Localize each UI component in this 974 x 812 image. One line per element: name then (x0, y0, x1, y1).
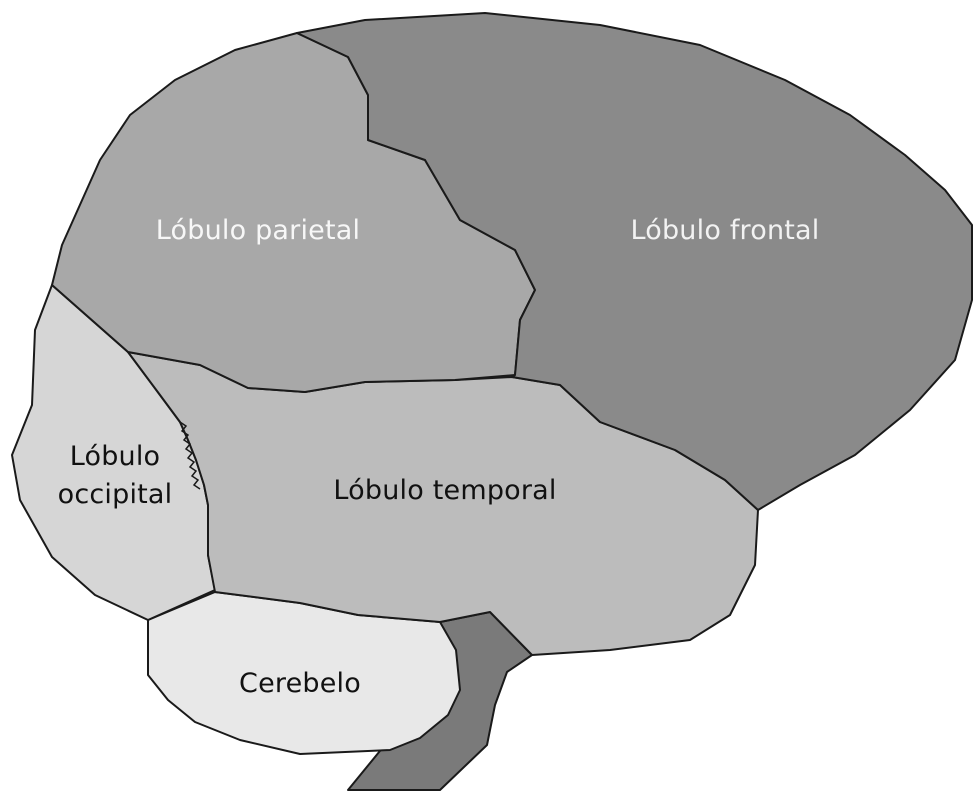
occipital-lobe-label-line2: occipital (40, 478, 190, 512)
temporal-lobe-label: Lóbulo temporal (300, 474, 590, 508)
parietal-lobe-label: Lóbulo parietal (128, 214, 388, 248)
occipital-lobe-label-line1: Lóbulo (40, 440, 190, 474)
frontal-lobe-label: Lóbulo frontal (600, 214, 850, 248)
cerebelo-label: Cerebelo (215, 667, 385, 701)
